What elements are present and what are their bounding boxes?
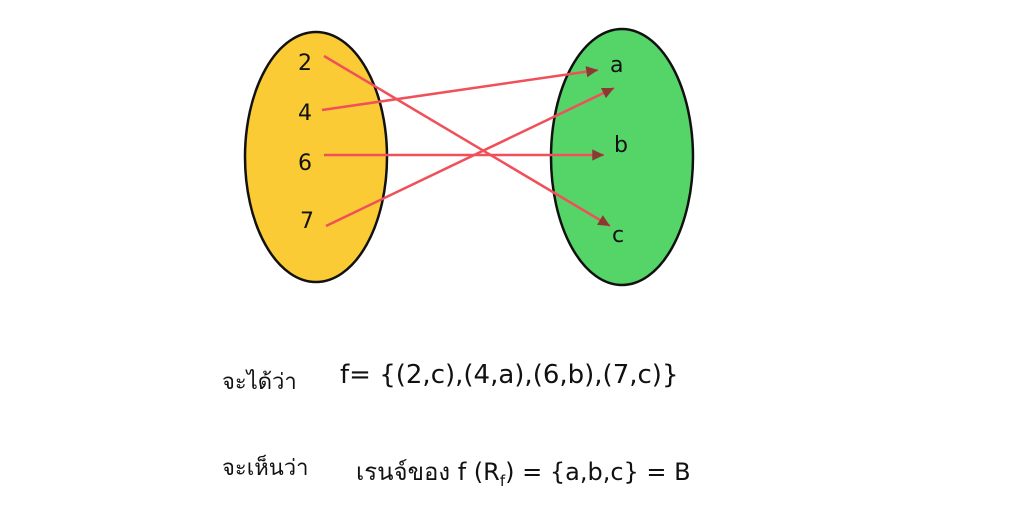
domain-element: 7 <box>300 209 314 234</box>
domain-element: 2 <box>298 51 312 76</box>
mapping-arrow-2-c <box>323 54 611 228</box>
domain-element: 4 <box>298 101 312 126</box>
arrowhead-icon <box>601 87 614 99</box>
codomain-element: a <box>610 53 623 78</box>
function-definition: f= {(2,c),(4,a),(6,b),(7,c)} <box>340 360 679 390</box>
domain-set-ellipse <box>243 30 389 284</box>
range-suffix: ) = {a,b,c} = B <box>505 458 691 486</box>
mapping-arrow-4-a <box>321 68 599 112</box>
arrowhead-icon <box>597 215 610 226</box>
result-label-2: จะเห็นว่า <box>222 456 309 481</box>
range-statement: เรนจ์ของ f (Rf) = {a,b,c} = B <box>356 452 691 491</box>
codomain-element: c <box>612 223 624 248</box>
arrowhead-icon <box>585 66 598 78</box>
range-subscript: f <box>499 471 506 490</box>
arrowhead-icon <box>592 149 604 161</box>
mapping-arrow-7-a <box>325 86 615 228</box>
codomain-element: b <box>614 133 628 158</box>
range-prefix: เรนจ์ของ f (R <box>356 458 500 486</box>
result-label-1: จะได้ว่า <box>222 370 297 395</box>
codomain-set-ellipse <box>549 27 695 287</box>
domain-element: 6 <box>298 151 312 176</box>
